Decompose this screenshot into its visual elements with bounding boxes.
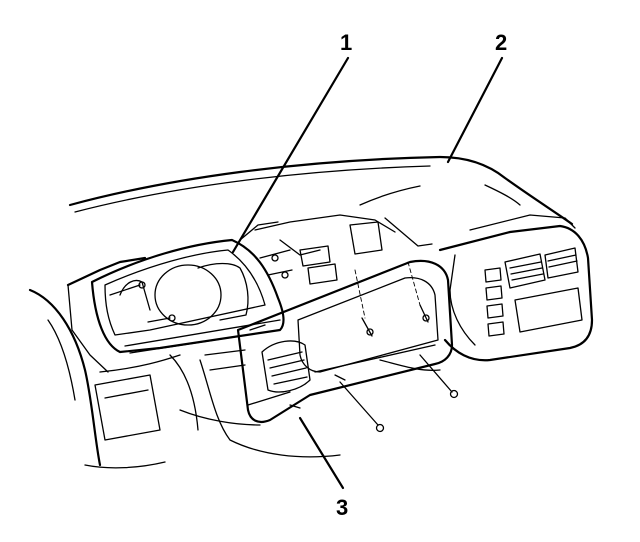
leader-lines (231, 56, 504, 490)
callout-labels: 1 2 3 (336, 30, 507, 520)
callout-3-label: 3 (336, 495, 348, 520)
dashboard-left-side (28, 256, 199, 469)
dashboard-right-section (438, 214, 594, 362)
dashboard-lower-section (179, 349, 441, 458)
callout-1-label: 1 (340, 30, 352, 55)
instrument-cluster (90, 221, 285, 354)
dashboard-center-structure (254, 214, 396, 285)
callout-3-leader (298, 416, 345, 490)
dashboard-top-pad (68, 155, 574, 247)
callout-1-leader (231, 56, 350, 254)
callout-2-leader (446, 56, 504, 164)
callout-2-label: 2 (495, 30, 507, 55)
instrument-panel-bezel (236, 259, 459, 433)
